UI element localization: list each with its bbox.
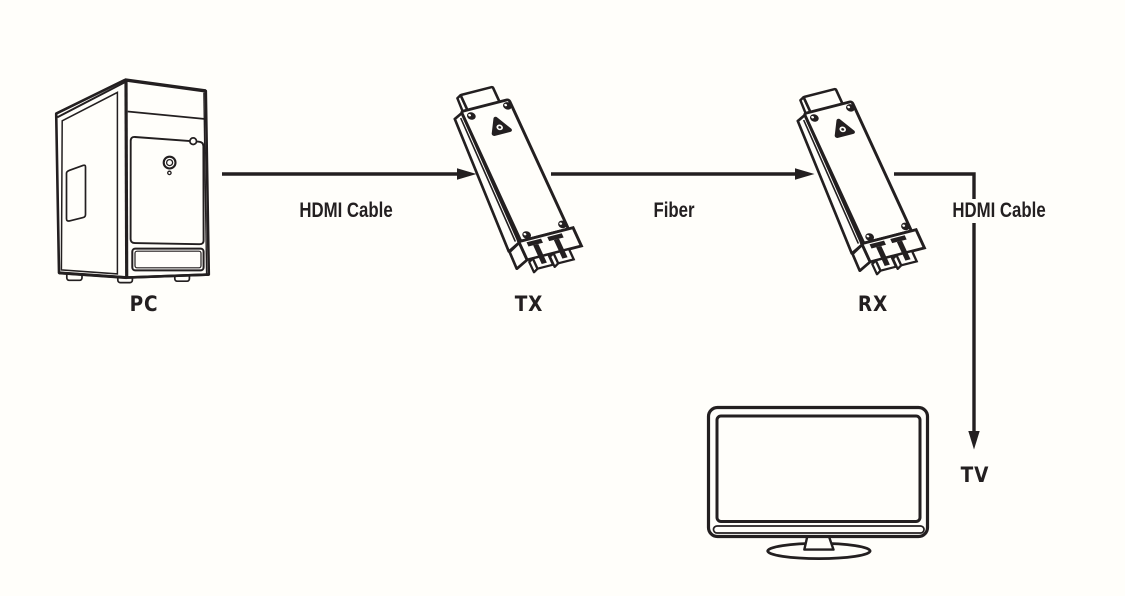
connection-rx-tv <box>894 172 980 450</box>
pc-label: PC <box>129 292 159 316</box>
tx-device <box>439 83 587 276</box>
rx-device <box>782 85 930 278</box>
hdmi-cable-label-1: HDMI Cable <box>296 199 396 223</box>
tv-illustration <box>706 405 930 561</box>
hdmi-cable-label-2: HDMI Cable <box>949 199 1049 223</box>
pc-illustration <box>54 78 211 284</box>
arrowhead-pc-tx <box>457 168 477 180</box>
tx-label: TX <box>514 292 544 316</box>
arrowhead-rx-tv <box>968 431 980 450</box>
fiber-label: Fiber <box>651 199 697 223</box>
connection-pc-tx <box>222 168 477 180</box>
rx-label: RX <box>857 292 889 316</box>
arrowhead-tx-rx <box>795 168 815 180</box>
connection-tx-rx <box>551 168 815 180</box>
tv-label: TV <box>960 463 990 487</box>
